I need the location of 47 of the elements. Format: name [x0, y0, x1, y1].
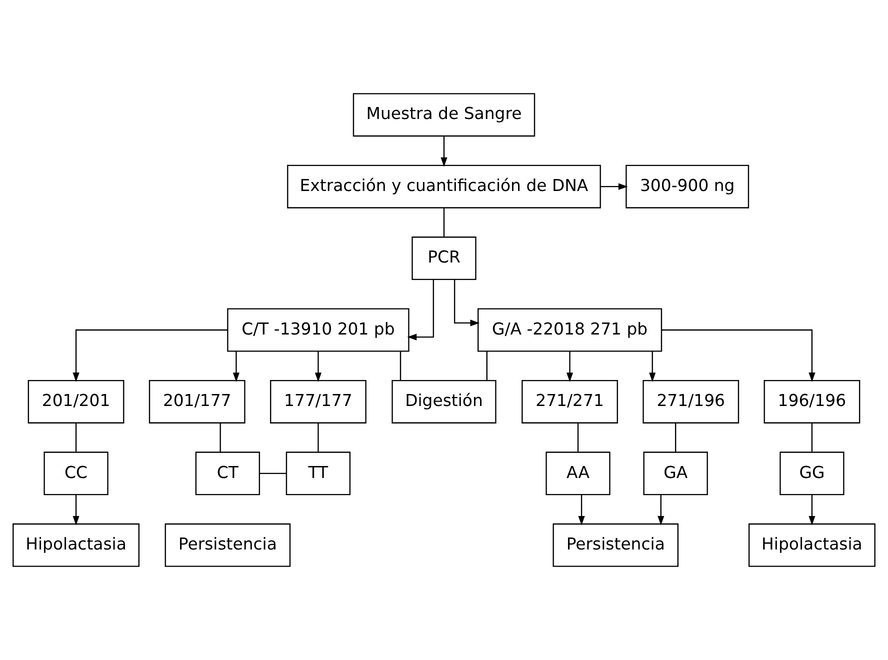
connector	[75, 423, 77, 452]
node-box: Muestra de Sangre	[352, 93, 536, 137]
node-box: TT	[286, 452, 351, 496]
arrow	[454, 279, 480, 326]
connector	[443, 208, 445, 237]
node-box: 300-900 ng	[626, 164, 750, 208]
connector	[260, 472, 286, 474]
node-box: GG	[780, 452, 844, 496]
arrow	[600, 183, 628, 190]
node-box: 201/201	[28, 380, 124, 424]
node-box: Extracción y cuantificación de DNA	[287, 164, 601, 208]
node-box: 271/196	[642, 380, 740, 424]
node-box: 177/177	[270, 380, 366, 424]
connector	[486, 352, 488, 380]
node-box: 271/271	[522, 380, 618, 424]
node-box: Hipolactasia	[748, 523, 876, 567]
node-box: G/A -22018 271 pb	[478, 308, 662, 352]
arrow	[658, 494, 664, 526]
arrow	[566, 352, 574, 382]
arrow	[440, 136, 448, 167]
connector	[577, 423, 579, 452]
arrow	[662, 329, 816, 382]
connector	[811, 423, 813, 452]
connector	[675, 423, 676, 452]
node-box: GA	[643, 452, 708, 496]
arrow	[72, 329, 228, 382]
node-box: 196/196	[764, 380, 860, 424]
connector	[318, 423, 319, 452]
node-box: 201/177	[148, 380, 246, 424]
node-box: AA	[546, 452, 610, 496]
arrow	[808, 494, 816, 526]
node-box: Persistencia	[552, 523, 679, 567]
node-box: C/T -13910 201 pb	[227, 308, 410, 352]
arrow	[314, 352, 322, 382]
arrow	[72, 494, 80, 526]
arrow	[232, 352, 240, 382]
arrow	[649, 352, 656, 382]
node-box: PCR	[412, 236, 476, 280]
node-box: Hipolactasia	[12, 523, 140, 567]
node-box: CT	[195, 452, 260, 496]
node-box: Digestión	[392, 380, 496, 424]
node-box: Persistencia	[164, 523, 291, 567]
arrow	[578, 494, 585, 526]
connector	[220, 423, 221, 452]
node-box: CC	[44, 452, 108, 496]
connector	[400, 352, 402, 380]
arrow	[407, 280, 434, 340]
